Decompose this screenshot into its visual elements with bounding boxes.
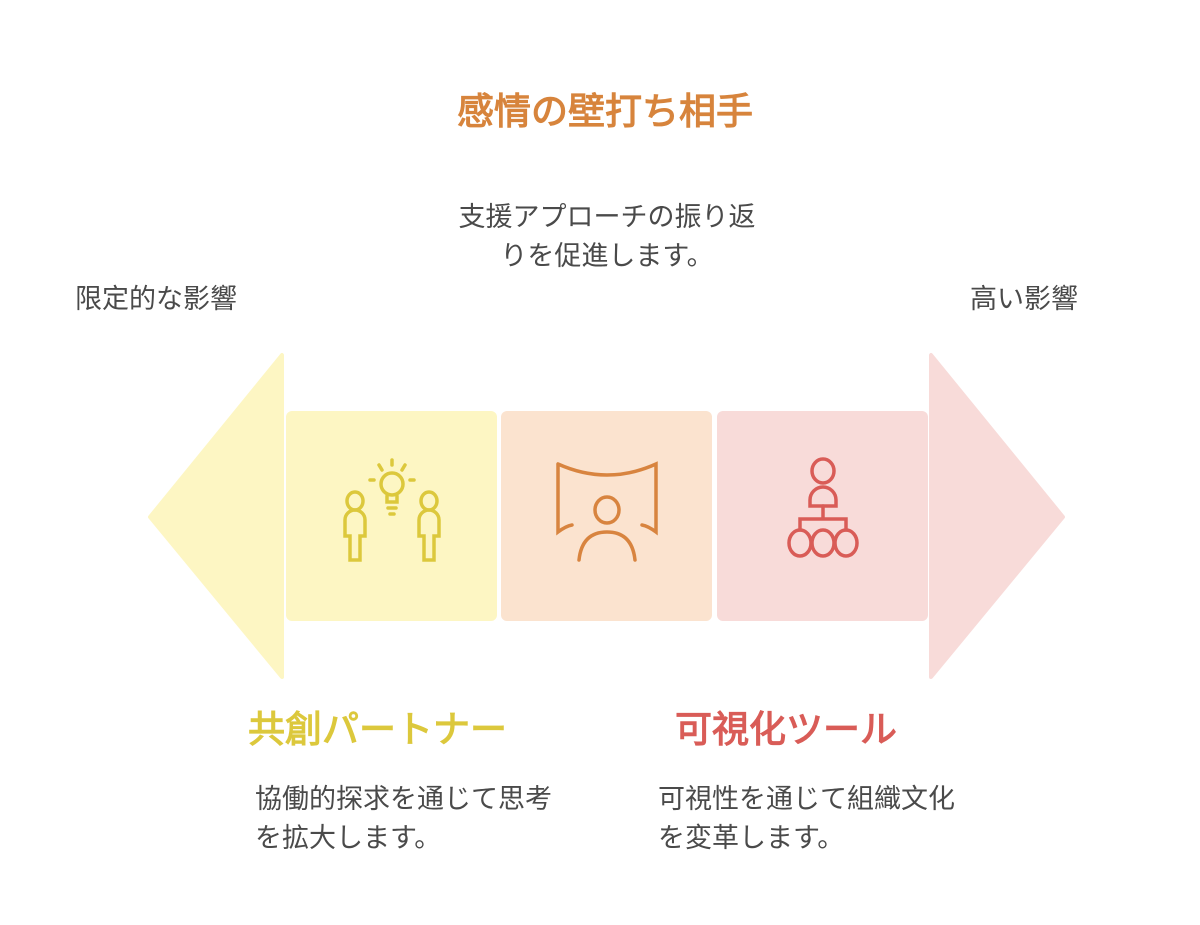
org-chart-icon <box>786 457 859 558</box>
center-title: 感情の壁打ち相手 <box>457 90 753 133</box>
people-lightbulb-icon <box>342 458 441 562</box>
scale-left-label: 限定的な影響 <box>75 284 237 315</box>
visualization-tool-description: 可視性を通じて組織文化を変革します。 <box>658 784 955 854</box>
center-description: 支援アプローチの振り返りを促進します。 <box>458 202 756 272</box>
left-arrow-head <box>148 353 284 679</box>
right-arrow-head <box>929 353 1065 679</box>
co-creation-box <box>286 411 497 621</box>
co-creation-title: 共創パートナー <box>248 708 507 751</box>
emotional-sounding-board-box <box>501 411 712 621</box>
scale-right-label: 高い影響 <box>970 284 1078 315</box>
person-screen-icon <box>555 461 658 562</box>
visualization-tool-box <box>717 411 928 621</box>
visualization-tool-title: 可視化ツール <box>675 708 897 751</box>
co-creation-description: 協働的探求を通じて思考を拡大します。 <box>255 784 552 854</box>
